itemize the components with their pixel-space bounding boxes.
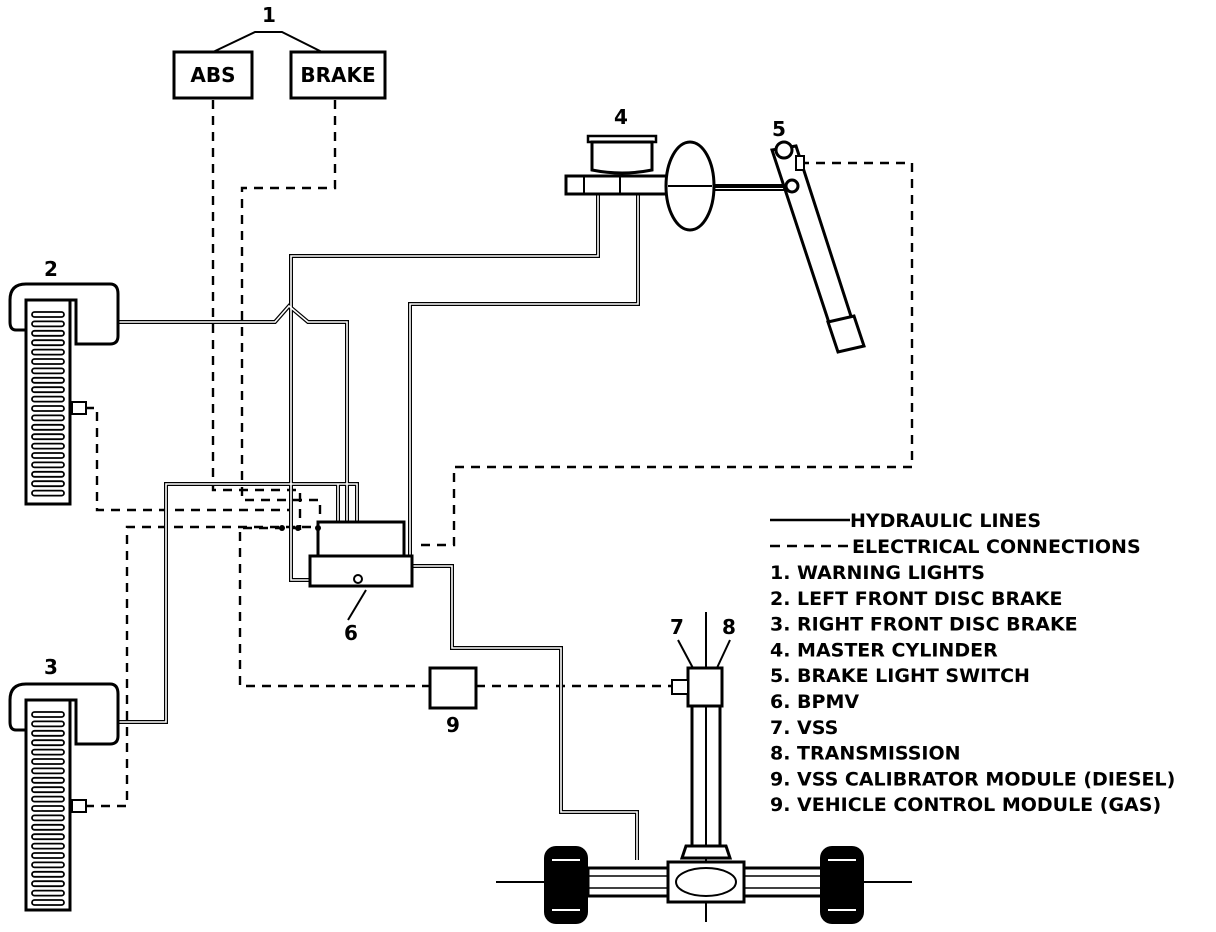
rotor-slot <box>31 367 65 375</box>
rotor-slot <box>31 748 65 756</box>
hydraulic-line-1 <box>118 303 349 558</box>
legend-item: 4. MASTER CYLINDER <box>770 639 998 661</box>
rotor-slot <box>31 311 65 318</box>
rotor-slot <box>31 442 65 450</box>
legend-item: 7. VSS <box>770 717 838 739</box>
rotor-slot <box>31 405 65 412</box>
legend: HYDRAULIC LINES ELECTRICAL CONNECTIONS 1… <box>770 510 1175 816</box>
rotor-slot <box>31 823 65 831</box>
callout-5: 5 <box>772 117 786 141</box>
callout-4: 4 <box>614 105 628 129</box>
bpmv: 6 <box>279 520 414 645</box>
legend-item: 6. BPMV <box>770 691 859 713</box>
legend-item: 8. TRANSMISSION <box>770 743 961 765</box>
legend-item: 9. VSS CALIBRATOR MODULE (DIESEL) <box>770 768 1175 790</box>
legend-item: 2. LEFT FRONT DISC BRAKE <box>770 588 1063 610</box>
rotor-slot <box>31 480 65 488</box>
rotor-slot <box>31 861 65 869</box>
master-cylinder: 4 <box>564 105 790 232</box>
rotor-slot <box>31 711 65 718</box>
legend-item: 5. BRAKE LIGHT SWITCH <box>770 665 1030 687</box>
rotor-slot <box>31 842 65 850</box>
rotor-slot <box>31 805 65 812</box>
callout-9: 9 <box>446 713 460 737</box>
brake-lamp-label: BRAKE <box>300 63 375 87</box>
rotor-slot <box>31 452 65 459</box>
brake-warning-lamp <box>289 50 387 100</box>
rotor-slot <box>31 795 65 803</box>
callout-6-leader <box>347 589 367 621</box>
hydraulic-line-5 <box>410 564 639 860</box>
hydraulic-line-inner-5 <box>410 565 638 860</box>
rotor-slot <box>31 376 65 384</box>
legend-hydraulic-label: HYDRAULIC LINES <box>850 510 1041 532</box>
abs-lamp-label: ABS <box>190 63 235 87</box>
rotor-slot <box>31 852 65 859</box>
abs-warning-lamp <box>172 50 254 100</box>
transmission: 7 8 <box>670 612 736 922</box>
hydraulic-line-inner-4 <box>118 483 358 723</box>
warning-lights: 1 ABS BRAKE <box>172 3 387 100</box>
rotor-slot <box>31 320 65 328</box>
callout-7: 7 <box>670 615 684 639</box>
callout-8: 8 <box>722 615 736 639</box>
rotor-slot <box>31 899 65 906</box>
rear-right-wheel <box>820 846 864 924</box>
rotor-slot <box>31 880 65 888</box>
rear-axle <box>496 846 912 924</box>
rotor-slot <box>31 395 65 403</box>
hydraulic-line-4 <box>118 482 359 724</box>
callout-2: 2 <box>44 257 58 281</box>
rotor-slot <box>31 329 65 337</box>
rotor-slot <box>31 776 65 784</box>
rotor-slot <box>31 720 65 728</box>
rotor-slot <box>31 870 65 878</box>
rotor-slot <box>31 767 65 775</box>
right-front-disc-brake: 3 <box>8 655 120 912</box>
hydraulic-line-inner-3 <box>409 192 639 566</box>
rotor-slot <box>31 339 65 347</box>
rotor-slot <box>31 786 65 794</box>
rotor-slot <box>31 889 65 897</box>
rotor-slot <box>31 739 65 747</box>
rear-left-wheel <box>544 846 588 924</box>
rotor-slot <box>31 814 65 822</box>
legend-item: 9. VEHICLE CONTROL MODULE (GAS) <box>770 794 1161 816</box>
hydraulic-lines <box>118 192 640 860</box>
rotor-slot <box>31 833 65 841</box>
callout-1-leader <box>212 31 323 53</box>
hydraulic-line-inner-1 <box>118 304 348 558</box>
electrical-connections <box>85 100 914 808</box>
hydraulic-line-3 <box>408 192 640 566</box>
callout-3: 3 <box>44 655 58 679</box>
rotor-slot <box>31 489 65 497</box>
callout-1: 1 <box>262 3 276 27</box>
rotor-slot <box>31 358 65 365</box>
brake-light-switch: 5 <box>770 117 866 354</box>
legend-item: 1. WARNING LIGHTS <box>770 562 985 584</box>
rotor-slot <box>31 461 65 469</box>
rotor-slot <box>31 433 65 441</box>
rotor-slot <box>31 414 65 422</box>
left-front-disc-brake: 2 <box>8 257 120 506</box>
rotor-slot <box>31 386 65 394</box>
callout-6: 6 <box>344 621 358 645</box>
rotor-slot <box>31 758 65 765</box>
legend-item: 3. RIGHT FRONT DISC BRAKE <box>770 614 1078 636</box>
rotor-slot <box>31 729 65 737</box>
legend-electrical-label: ELECTRICAL CONNECTIONS <box>852 536 1141 558</box>
vss-module: 9 <box>428 666 478 737</box>
rotor-slot <box>31 470 65 478</box>
rotor-slot <box>31 423 65 431</box>
hydraulic-line-inner-2 <box>290 192 599 581</box>
rotor-slot <box>31 348 65 356</box>
